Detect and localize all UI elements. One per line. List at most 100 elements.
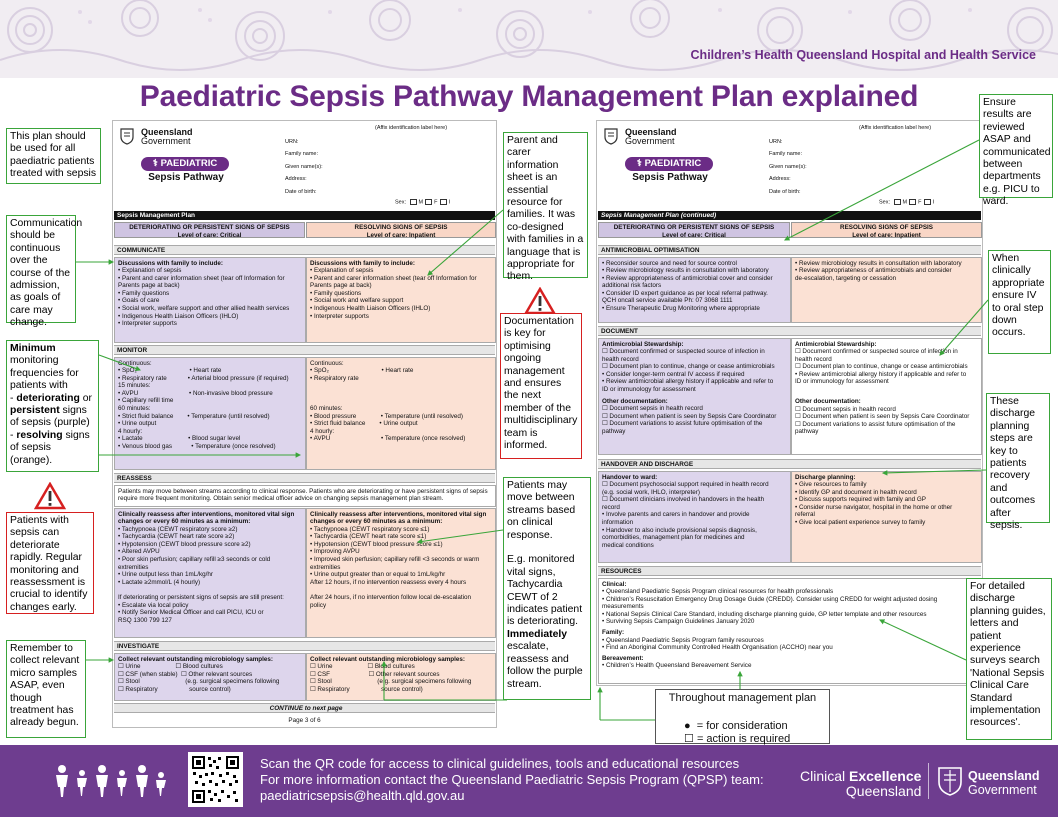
line-item: • Queensland Paediatric Sepsis Program f… [602, 636, 764, 644]
resources-clinical-title: Clinical: [602, 580, 627, 588]
section-handover: HANDOVER AND DISCHARGE [598, 459, 981, 469]
line-item: ☐ Document sepsis in health record [602, 405, 703, 413]
line-item: pathway [602, 428, 626, 436]
line-item: • Involve parents and carers in handover… [602, 511, 750, 519]
line-item: • Identify GP and document in health rec… [795, 488, 917, 496]
line-item: Continuous: [118, 359, 152, 367]
line-item: • Strict fluid balance • Urine output [310, 420, 418, 428]
field-family-name: Family name: [285, 151, 319, 158]
n3-b2: deteriorating [16, 392, 80, 404]
n8-c: escalate, reassess and follow the purple… [507, 641, 583, 690]
n3-a: monitoring frequencies for patients with [10, 355, 79, 392]
document-orange: Antimicrobial Stewardship:☐ Document con… [791, 338, 982, 455]
logo-text-2: Government [141, 136, 191, 146]
stream-orange-title: RESOLVING SIGNS OF SEPSIS [354, 224, 448, 231]
line-item: • Handover to also include provisional s… [602, 526, 757, 534]
logo-text: Queensland [625, 127, 677, 137]
note-documentation: Documentation is key for optimising ongo… [500, 313, 582, 459]
cell-lines: • Tachypnoea (CEWT respiratory score ≤1)… [310, 526, 492, 610]
line-item: • Children’s Resuscitation Emergency Dru… [602, 595, 938, 603]
line-item: • Improving AVPU [310, 548, 360, 556]
line-item: • Children’s Health Queensland Bereaveme… [602, 662, 752, 670]
line-item: • Tachycardia (CEWT heart rate score ≤1) [310, 533, 427, 541]
line-item: record [602, 503, 620, 511]
cell-lines: • Explanation of sepsis• Parent and care… [118, 267, 302, 328]
line-item: • Venous blood gas • Temperature (once r… [118, 443, 276, 451]
line-item: • Review appropriateness of antimicrobia… [602, 274, 773, 282]
footer: Scan the QR code for access to clinical … [0, 745, 1058, 817]
ce-2: Excellence [849, 768, 922, 784]
n3-e: - [10, 429, 17, 441]
n8-bold: Immediately [507, 628, 568, 640]
n3-f: signs of sepsis (orange). [10, 429, 90, 466]
line-item: • Parent and carer information sheet (te… [310, 274, 477, 282]
footer-line-2: For more information contact the Queensl… [260, 772, 764, 787]
qr-code[interactable] [188, 752, 243, 807]
handover-purple: Handover to ward:☐ Document psychosocial… [598, 471, 791, 563]
footer-email[interactable]: paediatricsepsis@health.qld.gov.au [260, 788, 465, 803]
line-item: After 24 hours, if no intervention follo… [310, 594, 472, 602]
line-item: • Reconsider source and need for source … [602, 259, 737, 267]
n3-b4: resolving [16, 429, 63, 441]
line-item: • Improved skin perfusion; capillary ref… [310, 556, 480, 564]
family-figures-icon [56, 765, 166, 797]
n8-b: E.g. monitored vital signs, Tachycardia … [507, 554, 583, 628]
qld-crest-icon-footer [938, 767, 962, 796]
cell-lines-2: ☐ Document sepsis in health record☐ Docu… [795, 406, 978, 436]
antimicrobial-orange: • Review microbiology results in consult… [791, 257, 982, 323]
top-banner: Children’s Health Queensland Hospital an… [0, 0, 1058, 78]
connector-lines [76, 139, 989, 721]
line-item: 4 hourly: [118, 427, 143, 435]
form-header: Queensland Government ⚕ PAEDIATRIC Sepsi… [113, 121, 496, 209]
line-item: • Ensure Therapeutic Drug Monitoring whe… [602, 305, 760, 313]
field-given-names: Given name(s): [769, 163, 807, 170]
resources-family-title: Family: [602, 629, 625, 637]
line-item: • Interpreter supports [118, 320, 177, 328]
line-item: • Review microbiology results in consult… [795, 259, 962, 267]
line-item: (e.g. social work, IHLO, interpreter) [602, 488, 700, 496]
line-item: • Respiratory rate • Arterial blood pres… [118, 374, 289, 382]
page-title: Paediatric Sepsis Pathway Management Pla… [139, 80, 919, 113]
cell-lines: ☐ Urine ☐ Blood cultures☐ CSF ☐ Other re… [310, 663, 492, 693]
line-item: ☐ Document psychosocial support required… [602, 481, 769, 489]
form-subtitle: Sepsis Pathway [148, 172, 224, 183]
cell-title: Collect relevant outstanding microbiolog… [310, 655, 466, 663]
cell-title: Discussions with family to include: [310, 259, 415, 267]
cell-title: Clinically reassess after interventions,… [310, 510, 487, 526]
form-page-4: Queensland Government ⚕ PAEDIATRIC Sepsi… [596, 120, 983, 686]
cell-lines: ☐ Urine ☐ Blood cultures☐ CSF (when stab… [118, 663, 302, 693]
line-item: • Surviving Sepsis Campaign Guidelines J… [602, 618, 755, 626]
line-item: • Family questions [118, 289, 170, 297]
note-parent-info: Parent and carer information sheet is an… [503, 132, 588, 282]
line-item: health record [602, 355, 639, 363]
line-item: • National Sepsis Clinical Care Standard… [602, 610, 927, 618]
patient-fields: URN: Family name: Given name(s): Address… [285, 136, 323, 198]
aboriginal-art-pattern [0, 0, 1058, 71]
n8-a: Patients may move between streams based … [507, 480, 576, 541]
investigate-purple: Collect relevant outstanding microbiolog… [114, 653, 306, 701]
section-reassess: REASSESS [114, 473, 495, 483]
line-item: • Social work, welfare support and other… [118, 305, 290, 313]
reassess-orange: Clinically reassess after interventions,… [306, 508, 496, 638]
badge-label: PAEDIATRIC [644, 158, 702, 169]
cell-lines: Continuous:• SpO₂ • Heart rate• Respirat… [310, 360, 492, 444]
communicate-orange: Discussions with family to include:• Exp… [306, 257, 496, 343]
line-item: • Blood pressure • Temperature (until re… [310, 412, 464, 420]
dot-icon: ● [684, 720, 691, 732]
line-item: • Urine output greater than or equal to … [310, 571, 446, 579]
field-given-names: Given name(s): [285, 163, 323, 170]
qr-code-icon [191, 755, 240, 804]
handover-orange: Discharge planning:• Give resources to f… [791, 471, 982, 563]
affix-label: (Affix identification label here) [859, 125, 932, 131]
line-item: ☐ Document clinicians involved in handov… [602, 496, 765, 504]
line-item: extremities [118, 563, 149, 571]
cell-title: Discharge planning: [795, 473, 856, 481]
line-item: 4 hourly: [310, 427, 335, 435]
checkbox-icon: ☐ [684, 733, 694, 745]
line-item: • SpO₂ • Heart rate [310, 367, 414, 375]
line-item: • Find an Aboriginal Community Controlle… [602, 644, 833, 652]
cell-lines: • Reconsider source and need for source … [602, 260, 787, 313]
